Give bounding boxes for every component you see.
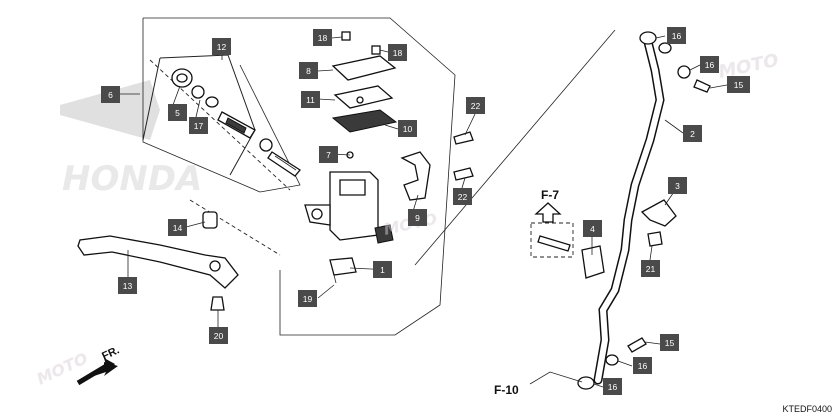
callout-22-a: 22: [466, 97, 485, 114]
brake-hose: [577, 31, 711, 390]
callout-12: 12: [212, 38, 231, 55]
holder-bolts: [453, 131, 474, 181]
callout-19: 19: [298, 290, 317, 307]
master-cylinder: [304, 151, 431, 244]
svg-text:10: 10: [403, 124, 413, 134]
svg-text:22: 22: [458, 192, 468, 202]
callout-13: 13: [118, 277, 137, 294]
callout-6: 6: [101, 86, 120, 103]
honda-watermark: HONDA: [60, 80, 202, 199]
svg-text:9: 9: [415, 213, 420, 223]
callout-20: 20: [209, 327, 228, 344]
callout-3: 3: [668, 177, 687, 194]
svg-text:15: 15: [734, 80, 744, 90]
callout-8: 8: [299, 62, 318, 79]
callout-14: 14: [168, 219, 187, 236]
callout-15-upper: 15: [727, 76, 750, 93]
svg-text:1: 1: [380, 265, 385, 275]
svg-text:F-10: F-10: [494, 383, 519, 397]
svg-text:F-7: F-7: [541, 188, 559, 202]
svg-text:8: 8: [306, 66, 311, 76]
callout-9: 9: [408, 209, 427, 226]
callout-15-lower: 15: [660, 334, 679, 351]
svg-text:16: 16: [638, 361, 648, 371]
svg-text:HONDA: HONDA: [62, 159, 202, 199]
callout-4: 4: [583, 220, 602, 237]
callout-17: 17: [189, 117, 208, 134]
svg-text:21: 21: [646, 264, 656, 274]
brake-lever: [77, 211, 239, 311]
svg-text:7: 7: [326, 150, 331, 160]
callout-11: 11: [301, 91, 320, 108]
svg-text:20: 20: [214, 331, 224, 341]
svg-text:2: 2: [690, 129, 695, 139]
callout-5: 5: [168, 104, 187, 121]
callout-7: 7: [319, 146, 338, 163]
svg-text:12: 12: [217, 42, 227, 52]
svg-text:17: 17: [194, 121, 204, 131]
callout-16-a: 16: [667, 27, 686, 44]
svg-text:16: 16: [705, 60, 715, 70]
svg-text:FR.: FR.: [100, 344, 121, 362]
svg-text:6: 6: [108, 90, 113, 100]
svg-text:19: 19: [303, 294, 313, 304]
svg-text:18: 18: [318, 33, 328, 43]
piston-kit: [171, 68, 301, 177]
hose-clamp: [537, 199, 677, 279]
svg-text:16: 16: [608, 382, 618, 392]
svg-text:15: 15: [665, 338, 675, 348]
leader-lines: [120, 35, 728, 388]
diagram-code: KTEDF0400: [782, 404, 832, 414]
svg-text:4: 4: [590, 224, 595, 234]
reference-f7: F-7: [530, 188, 574, 258]
callout-1: 1: [373, 261, 392, 278]
reservoir-cap: [331, 31, 398, 159]
brake-switch: [329, 257, 357, 284]
callout-21: 21: [641, 260, 660, 277]
callout-16-b: 16: [700, 56, 719, 73]
callout-22-b: 22: [453, 188, 472, 205]
callout-16-c: 16: [633, 357, 652, 374]
svg-text:14: 14: [173, 223, 183, 233]
callout-16-d: 16: [603, 378, 622, 395]
reference-f10: F-10: [494, 371, 583, 397]
svg-text:16: 16: [672, 31, 682, 41]
svg-text:22: 22: [471, 101, 481, 111]
svg-text:3: 3: [675, 181, 680, 191]
svg-text:11: 11: [306, 95, 315, 105]
svg-text:13: 13: [123, 281, 133, 291]
callout-18-a: 18: [313, 29, 332, 46]
svg-text:5: 5: [175, 108, 180, 118]
callout-2: 2: [683, 125, 702, 142]
svg-text:18: 18: [393, 48, 403, 58]
callout-10: 10: [398, 120, 417, 137]
callout-18-b: 18: [388, 44, 407, 61]
